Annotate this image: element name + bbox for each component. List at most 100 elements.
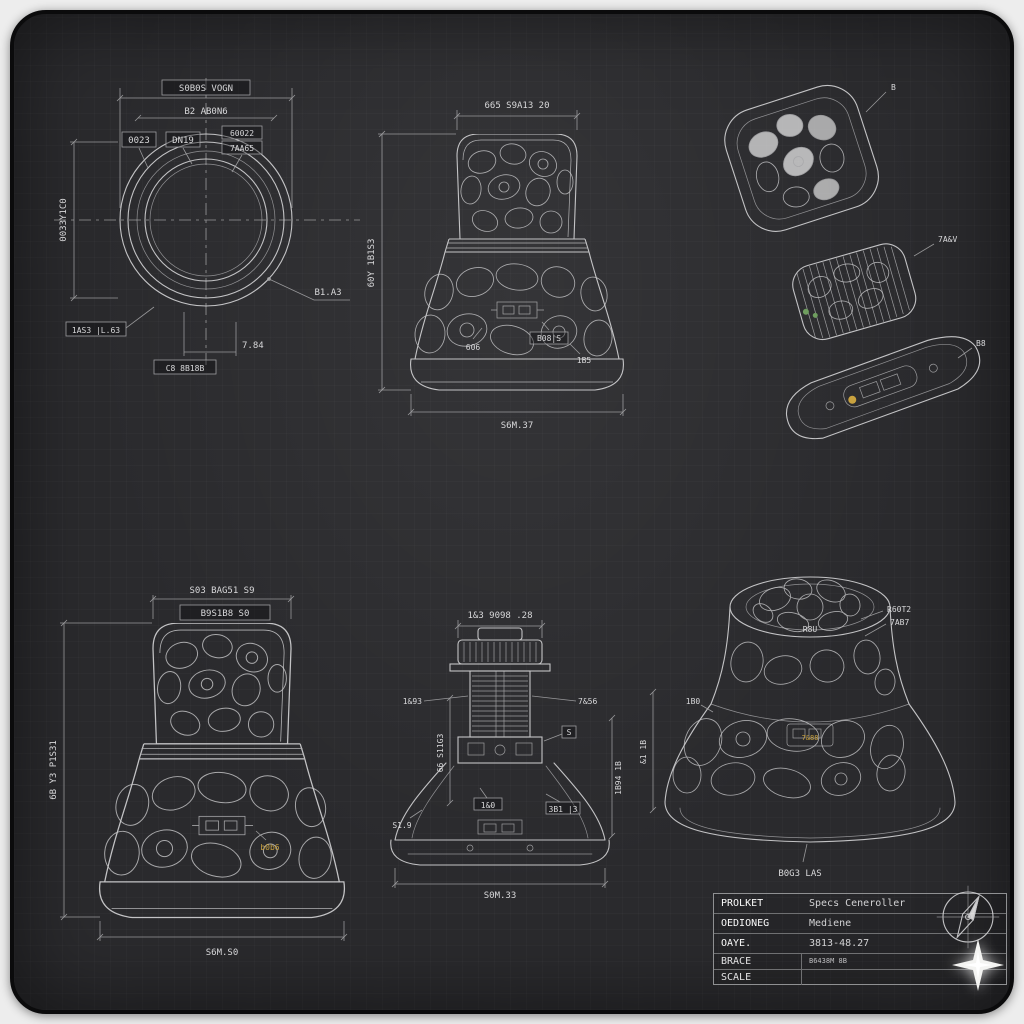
inner-label: b0b6 <box>260 843 279 852</box>
front-view-panel: 665 S9A13 20 60Y 1B1S3 606 B08|S 1B5 S6M… <box>352 86 682 436</box>
dimension-lines <box>378 110 627 416</box>
inner-label: 1B0 <box>686 697 701 706</box>
perspective-lattice <box>672 578 906 799</box>
ring-drawing <box>119 133 293 307</box>
perspective-outline <box>664 576 956 843</box>
dim-label: S6M.37 <box>501 421 534 431</box>
dim-label-vertical: 6B Y3 P1S31 <box>49 740 59 800</box>
inner-label: 1B5 <box>577 356 592 365</box>
dim-label: B9S1B8 S0 <box>201 609 250 619</box>
dim-label: 1&3 9098 .28 <box>467 611 532 621</box>
section-view-svg: 1&3 9098 .28 1&93 7&56 S 66 S11G3 1B94 1… <box>390 611 623 901</box>
top-view-panel: S0B0S VOGN B2 AB0N6 0023 DN19 60022 7AA6… <box>26 60 366 390</box>
part-tag: B8 <box>976 339 986 348</box>
part-tag: 7A&V <box>938 235 957 244</box>
inner-label: 606 <box>466 343 481 352</box>
dim-label: 60022 <box>230 129 254 138</box>
exploded-view-svg: B 7A&V B8 <box>724 83 986 440</box>
title-block-grid: BRACE B6438M 8B SCALE <box>714 954 1006 985</box>
exploded-base-plate <box>786 336 981 440</box>
callout-label: 7&56 <box>578 697 597 706</box>
inner-label: B08|S <box>537 334 561 343</box>
title-block-row-project: PROLKET Specs Ceneroller <box>714 894 1006 914</box>
brace-value: B6438M 8B <box>802 954 1006 970</box>
section-labels: 1&3 9098 .28 1&93 7&56 S 66 S11G3 1B94 1… <box>392 611 623 901</box>
dim-label: B0G3 LAS <box>778 869 821 879</box>
dim-label: S6M.S0 <box>206 948 239 958</box>
dim-label: 665 S9A13 20 <box>484 101 549 111</box>
label-boxes <box>65 79 263 375</box>
perspective-view-panel: R8U R60T2 7AB7 1B0 7&88 &1 1B B0G3 LAS <box>635 562 987 907</box>
dim-label: DN19 <box>172 136 194 146</box>
dim-label: S0M.33 <box>484 891 517 901</box>
section-view-panel: 1&3 9098 .28 1&93 7&56 S 66 S11G3 1B94 1… <box>350 598 650 928</box>
brace-label: BRACE <box>714 954 802 970</box>
inner-label: R8U <box>803 625 818 634</box>
inner-label: 7&88 <box>802 734 819 742</box>
front-view-large-panel: S03 BAG51 S9 B9S1B8 S0 6B Y3 P1S31 b0b6 … <box>34 575 404 975</box>
designed-label: OEDIONEG <box>721 918 770 929</box>
blueprint-mat <box>10 10 1014 1014</box>
exploded-labels: B 7A&V B8 <box>891 83 986 348</box>
yellow-accent-dot <box>848 395 857 404</box>
sparkle-icon <box>952 939 1004 991</box>
front-view-large-svg: S03 BAG51 S9 B9S1B8 S0 6B Y3 P1S31 b0b6 … <box>49 586 348 958</box>
green-accent-dot <box>802 308 809 315</box>
callout-label: 1&93 <box>403 697 422 706</box>
dim-label: B2 AB0N6 <box>184 107 227 117</box>
section-hatch <box>463 642 537 852</box>
dim-label-vertical: 0033Y1C0 <box>59 198 69 241</box>
dim-label-vertical: &1 1B <box>639 740 648 764</box>
label-box <box>179 604 271 621</box>
callout-label: B1.A3 <box>314 288 341 298</box>
exploded-view-panel: B 7A&V B8 <box>688 48 1018 478</box>
date-value: 3813-48.27 <box>809 938 870 949</box>
sparkle-wrap <box>946 933 1010 997</box>
project-label: PROLKET <box>721 898 764 909</box>
callout-label: R60T2 <box>887 605 911 614</box>
designed-value: Mediene <box>809 918 852 929</box>
centerlines <box>54 78 360 368</box>
dimension-lines <box>649 610 887 863</box>
title-block-row-designed: OEDIONEG Mediene <box>714 914 1006 934</box>
dim-label-vertical: 60Y 1B1S3 <box>367 239 377 288</box>
compass-icon <box>936 885 1000 949</box>
top-view-labels: S0B0S VOGN B2 AB0N6 0023 DN19 60022 7AA6… <box>59 84 342 373</box>
scale-label: SCALE <box>714 970 802 985</box>
dim-label-vertical: 1B94 1B <box>614 761 623 795</box>
part-tag: S <box>567 728 572 737</box>
label-boxes <box>473 725 581 815</box>
exploded-mid-part <box>792 243 917 341</box>
part-tag: B <box>891 83 896 92</box>
dimension-lines <box>60 595 348 941</box>
inner-label: S1.9 <box>392 821 411 830</box>
dim-label: 7AA65 <box>230 144 254 153</box>
dim-label: C8 8B18B <box>166 364 205 373</box>
front-view-large-labels: S03 BAG51 S9 B9S1B8 S0 6B Y3 P1S31 b0b6 … <box>49 586 280 958</box>
title-block-row-date: OAYE. 3813-48.27 <box>714 934 1006 954</box>
device-front-drawing <box>98 623 346 919</box>
dim-label: S03 BAG51 S9 <box>189 586 254 596</box>
leader-lines <box>865 91 973 359</box>
title-block: PROLKET Specs Ceneroller OEDIONEG Medien… <box>713 893 1007 985</box>
front-view-labels: 665 S9A13 20 60Y 1B1S3 606 B08|S 1B5 S6M… <box>367 101 591 431</box>
dimension-lines <box>391 620 616 888</box>
dim-label-vertical: 66 S11G3 <box>436 734 445 773</box>
inner-label: 1&0 <box>481 801 496 810</box>
section-outline <box>390 627 610 866</box>
compass-wrap <box>928 882 1008 952</box>
perspective-labels: R8U R60T2 7AB7 1B0 7&88 &1 1B B0G3 LAS <box>639 605 911 879</box>
callout-label: 7AB7 <box>890 618 909 627</box>
front-view-svg: 665 S9A13 20 60Y 1B1S3 606 B08|S 1B5 S6M… <box>367 101 627 431</box>
perspective-core <box>786 723 834 747</box>
top-view-svg: S0B0S VOGN B2 AB0N6 0023 DN19 60022 7AA6… <box>54 78 360 375</box>
date-label: OAYE. <box>721 938 752 949</box>
project-value: Specs Ceneroller <box>809 898 906 909</box>
dim-label: 7.84 <box>242 341 264 351</box>
inner-label: 3B1 |3 <box>549 805 578 814</box>
dim-label: S0B0S VOGN <box>179 84 233 94</box>
dim-label: 0023 <box>128 136 150 146</box>
dimension-lines <box>70 88 350 356</box>
green-accent-dot <box>812 312 818 318</box>
dim-label: 1AS3 |L.63 <box>72 326 120 335</box>
